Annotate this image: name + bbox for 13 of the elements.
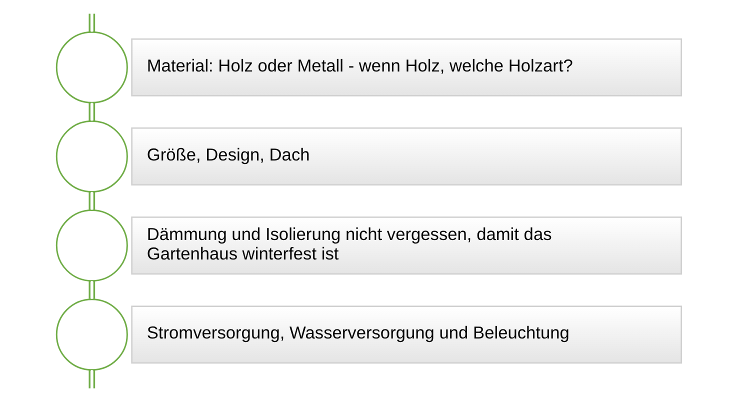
connector xyxy=(88,192,96,210)
node-circle xyxy=(56,210,128,282)
node-circle xyxy=(56,298,128,371)
node-box: Material: Holz oder Metall - wenn Holz, welche Holzart? xyxy=(131,38,682,96)
node-circle xyxy=(56,120,128,192)
connector xyxy=(88,102,96,121)
node-box: Dämmung und Isolierung nicht vergessen, damit das Gartenhaus winterfest ist xyxy=(131,216,682,275)
node-box: Stromversorgung, Wasserversorgung und Beleuchtung xyxy=(131,306,682,364)
node-circle xyxy=(56,31,128,104)
node-box: Größe, Design, Dach xyxy=(131,127,682,186)
connector xyxy=(88,281,96,299)
connector xyxy=(88,370,96,388)
connector xyxy=(88,14,96,32)
